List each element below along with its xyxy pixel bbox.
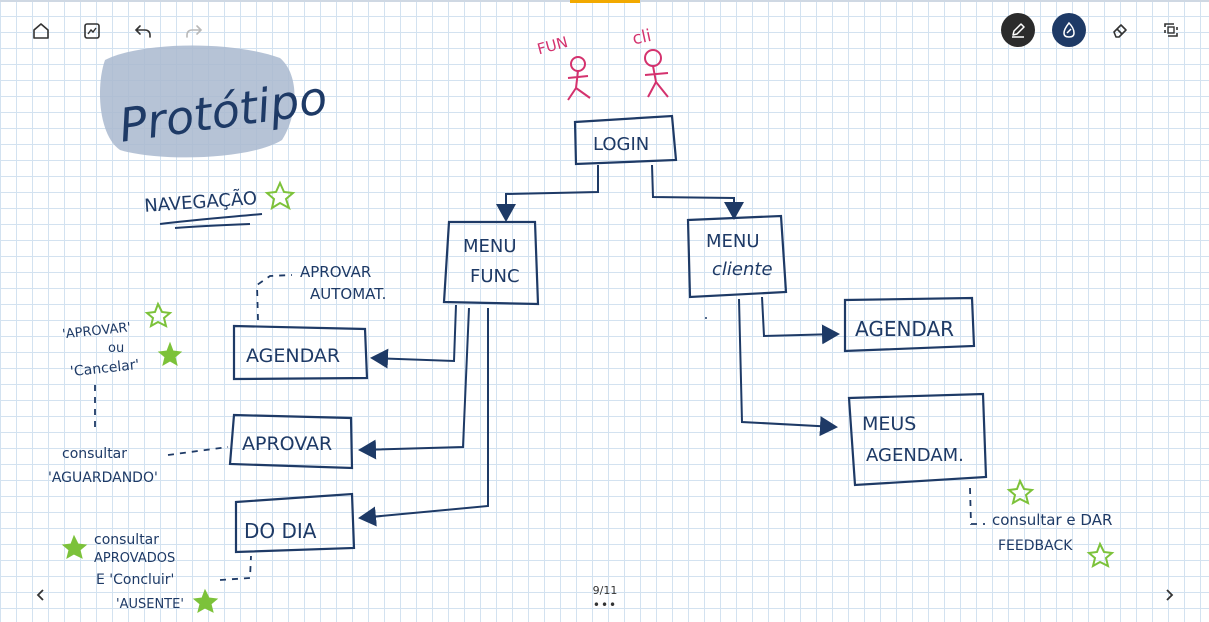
login-to-menu-func-arrow (496, 165, 599, 222)
star-icon (1006, 478, 1035, 506)
prev-page-button[interactable] (30, 584, 52, 606)
highlighter-tool-button[interactable] (1052, 13, 1086, 47)
chevron-right-icon (1166, 589, 1174, 601)
redo-icon (186, 25, 203, 38)
login-to-menu-cliente-arrow (651, 164, 744, 220)
note-consultar-aprovados-4: 'AUSENTE' (116, 597, 184, 612)
aprovar-label: APROVAR (242, 433, 332, 455)
meus-agend-note-connector (969, 487, 985, 525)
subtitle-underline (159, 213, 263, 229)
note-consultar-feedback-1: consultar e DAR (992, 511, 1112, 529)
agendar-left-label: AGENDAR (246, 345, 340, 367)
meus-agendamentos-box[interactable]: MEUS AGENDAM. (847, 392, 988, 487)
active-window-accent (570, 0, 640, 3)
menu-func-to-do-dia-arrow (358, 308, 489, 527)
actor-cli-label: cli (631, 26, 654, 49)
redo-button[interactable] (181, 18, 207, 44)
star-icon (264, 180, 296, 211)
menu-func-label-2: FUNC (470, 266, 520, 287)
star-icon (1086, 541, 1115, 569)
menu-cliente-label-1: MENU (706, 231, 760, 252)
actor-fun-stickfigure-icon (567, 56, 591, 101)
do-dia-box[interactable]: DO DIA (234, 492, 356, 554)
agendar-right-label: AGENDAR (855, 317, 954, 341)
home-icon (33, 23, 49, 39)
stray-dot (705, 317, 707, 319)
meus-agend-label-1: MEUS (862, 413, 916, 435)
note-consultar-aguardando-1: consultar (62, 446, 127, 462)
actor-cli-stickfigure-icon (644, 49, 669, 98)
menu-cliente-label-2: cliente (712, 259, 773, 280)
menu-func-label-1: MENU (463, 236, 517, 257)
do-dia-note-connector (219, 555, 252, 581)
next-page-button[interactable] (1158, 584, 1180, 606)
agendar-right-box[interactable]: AGENDAR (843, 296, 976, 353)
note-aprovar-cancelar-2: ou (108, 341, 124, 356)
highlighter-tool-icon (1063, 21, 1075, 38)
eraser-tool-icon (1113, 24, 1127, 38)
page-indicator: 9/11 (592, 584, 618, 597)
toolbar-right (1001, 13, 1188, 47)
toolbar-left (28, 18, 207, 44)
note-aprovar-cancelar-1: 'APROVAR' (62, 320, 132, 342)
pages-icon (84, 23, 100, 39)
note-consultar-feedback-2: FEEDBACK (998, 538, 1073, 554)
title-highlight (99, 45, 295, 158)
aprovar-box[interactable]: APROVAR (228, 413, 354, 470)
star-icon (144, 301, 173, 329)
meus-agend-label-2: AGENDAM. (866, 445, 964, 466)
agendar-left-box[interactable]: AGENDAR (232, 324, 369, 381)
star-icon (192, 588, 219, 614)
menu-cliente-box[interactable]: MENU cliente (686, 214, 788, 299)
login-label: LOGIN (593, 134, 649, 155)
agendar-note-connector (256, 274, 293, 321)
menu-func-box[interactable]: MENU FUNC (442, 220, 540, 306)
lasso-tool-button[interactable] (1154, 13, 1188, 47)
menu-func-to-agendar-arrow (370, 304, 457, 369)
page-menu-button[interactable]: ••• (592, 598, 618, 612)
note-consultar-aprovados-1: consultar (94, 532, 159, 548)
star-icon (61, 534, 88, 560)
menu-cliente-to-agendar-arrow (761, 296, 840, 345)
undo-icon (134, 25, 151, 38)
note-consultar-aprovados-2: APROVADOS (94, 551, 175, 566)
eraser-tool-button[interactable] (1103, 13, 1137, 47)
chevron-left-icon (36, 589, 44, 601)
menu-func-to-aprovar-arrow (358, 307, 470, 460)
aprovar-note-connector (167, 446, 229, 456)
actor-fun-label: FUN (535, 33, 569, 58)
star-icon (157, 341, 183, 367)
note-aprovar-automat-1: APROVAR (300, 263, 371, 281)
note-consultar-aprovados-3: E 'Concluir' (96, 572, 174, 588)
login-box[interactable]: LOGIN (573, 114, 678, 166)
sketch-subtitle: NAVEGAÇÃO (144, 187, 258, 217)
undo-button[interactable] (130, 18, 156, 44)
note-consultar-aguardando-2: 'AGUARDANDO' (48, 470, 158, 486)
note-aprovar-cancelar-3: 'Cancelar' (69, 357, 140, 380)
pen-tool-button[interactable] (1001, 13, 1035, 47)
menu-cliente-to-meus-agend-arrow (738, 298, 838, 437)
do-dia-label: DO DIA (244, 519, 317, 543)
lasso-tool-icon (1164, 23, 1178, 37)
pages-button[interactable] (79, 18, 105, 44)
note-aprovar-automat-2: AUTOMAT. (310, 285, 386, 303)
home-button[interactable] (28, 18, 54, 44)
pen-tool-icon (1012, 23, 1025, 38)
